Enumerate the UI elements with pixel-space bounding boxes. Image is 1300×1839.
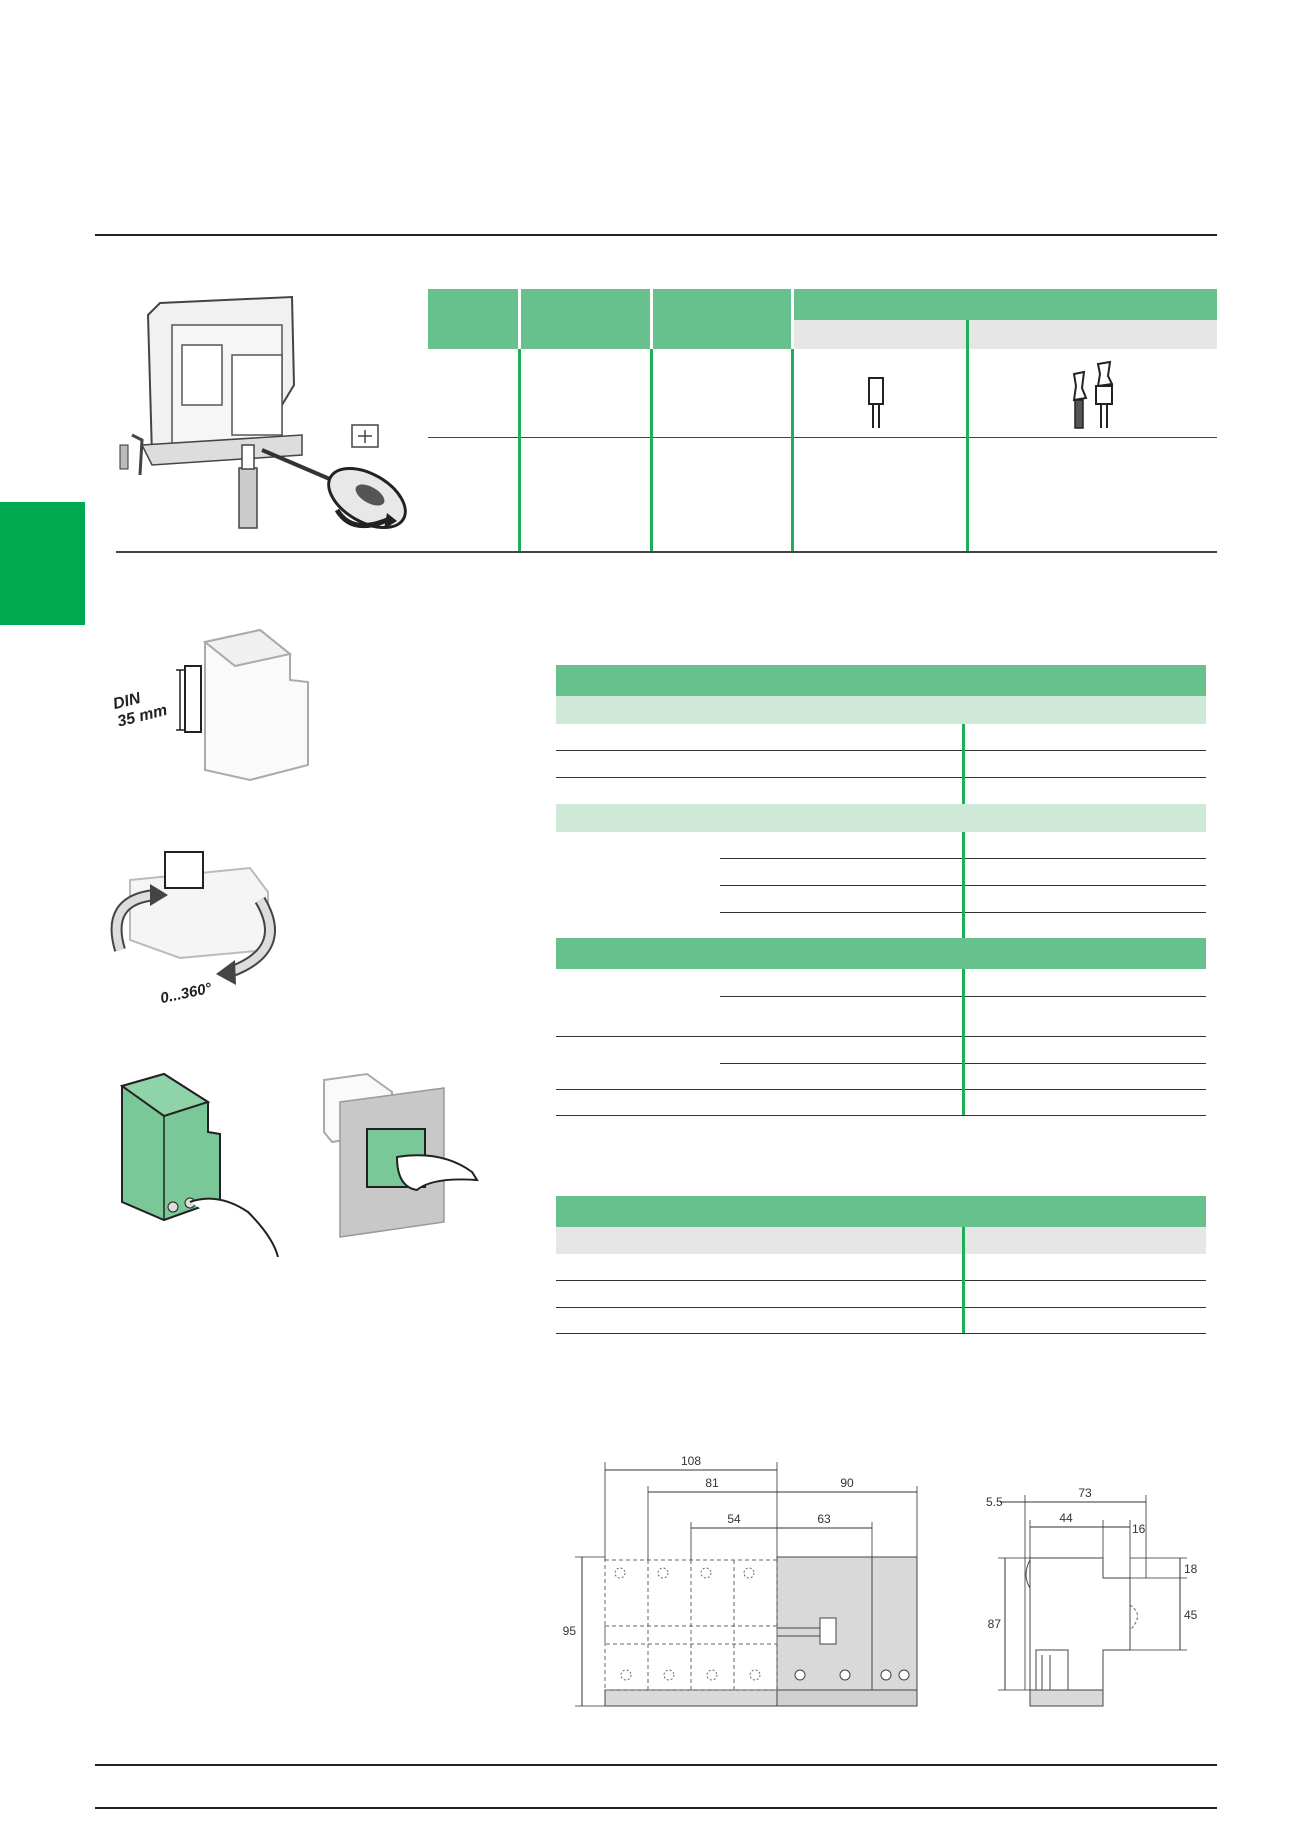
small-table-subheader (556, 1227, 1206, 1254)
dim-16: 16 (1132, 1522, 1146, 1536)
flexible-cable-icon (1072, 360, 1114, 429)
conn-subheader-flexible (969, 320, 1217, 349)
dim-45: 45 (1184, 1608, 1198, 1622)
dim-54: 54 (727, 1512, 741, 1526)
char-header (556, 665, 1206, 696)
section-side-tab (0, 502, 85, 625)
char-subheader-1 (556, 696, 1206, 724)
char-col-divider-3 (962, 969, 965, 1115)
dim-81: 81 (705, 1476, 719, 1490)
conn-subheader-rigid (794, 320, 966, 349)
conn-col-divider-1 (518, 349, 521, 551)
front-dimension-drawing: 108 81 90 54 63 95 (563, 1454, 918, 1707)
dim-44: 44 (1059, 1511, 1073, 1525)
char-table-bottom (556, 1115, 1206, 1116)
conn-col-divider-4 (966, 320, 969, 551)
char-col-divider-2 (962, 832, 965, 938)
product-wiring-illustration (119, 295, 407, 530)
conn-table-bottom (116, 551, 1217, 553)
dim-63: 63 (817, 1512, 831, 1526)
char-row-line-1 (556, 750, 1206, 751)
small-table-header (556, 1196, 1206, 1227)
small-row-line-1 (556, 1280, 1206, 1281)
conn-header-cell-1 (428, 289, 518, 349)
char-subheader-2 (556, 804, 1206, 832)
conn-col-divider-3 (791, 349, 794, 551)
char-row-line-7 (556, 1036, 1206, 1037)
rigid-cable-icon (868, 377, 884, 428)
side-dimension-drawing: 5.5 73 44 16 18 87 45 (986, 1486, 1198, 1707)
small-col-divider (962, 1227, 965, 1333)
conn-header-cell-2 (521, 289, 650, 349)
conn-col-divider-2 (650, 349, 653, 551)
dim-108: 108 (681, 1454, 701, 1468)
char-col-divider-1 (962, 724, 965, 804)
dim-87: 87 (988, 1617, 1002, 1631)
test-button-illustration-2 (323, 1072, 479, 1238)
conn-row-divider (428, 437, 1217, 438)
dim-95: 95 (563, 1624, 577, 1638)
conn-header-cell-3 (653, 289, 791, 349)
dim-18: 18 (1184, 1562, 1198, 1576)
din-rail-illustration (176, 628, 309, 782)
small-row-line-2 (556, 1307, 1206, 1308)
char-row-line-9 (556, 1089, 1206, 1090)
char-row-line-2 (556, 777, 1206, 778)
conn-header-cell-4 (794, 289, 1217, 320)
footer-rule-1 (95, 1764, 1217, 1766)
rotation-illustration (110, 851, 276, 985)
dim-73: 73 (1078, 1486, 1092, 1500)
footer-rule-2 (95, 1807, 1217, 1809)
char-header-2 (556, 938, 1206, 969)
dim-90: 90 (840, 1476, 854, 1490)
small-table-bottom (556, 1333, 1206, 1334)
dim-5-5: 5.5 (986, 1495, 1003, 1509)
test-button-illustration-1 (119, 1072, 279, 1257)
top-rule (95, 234, 1217, 236)
